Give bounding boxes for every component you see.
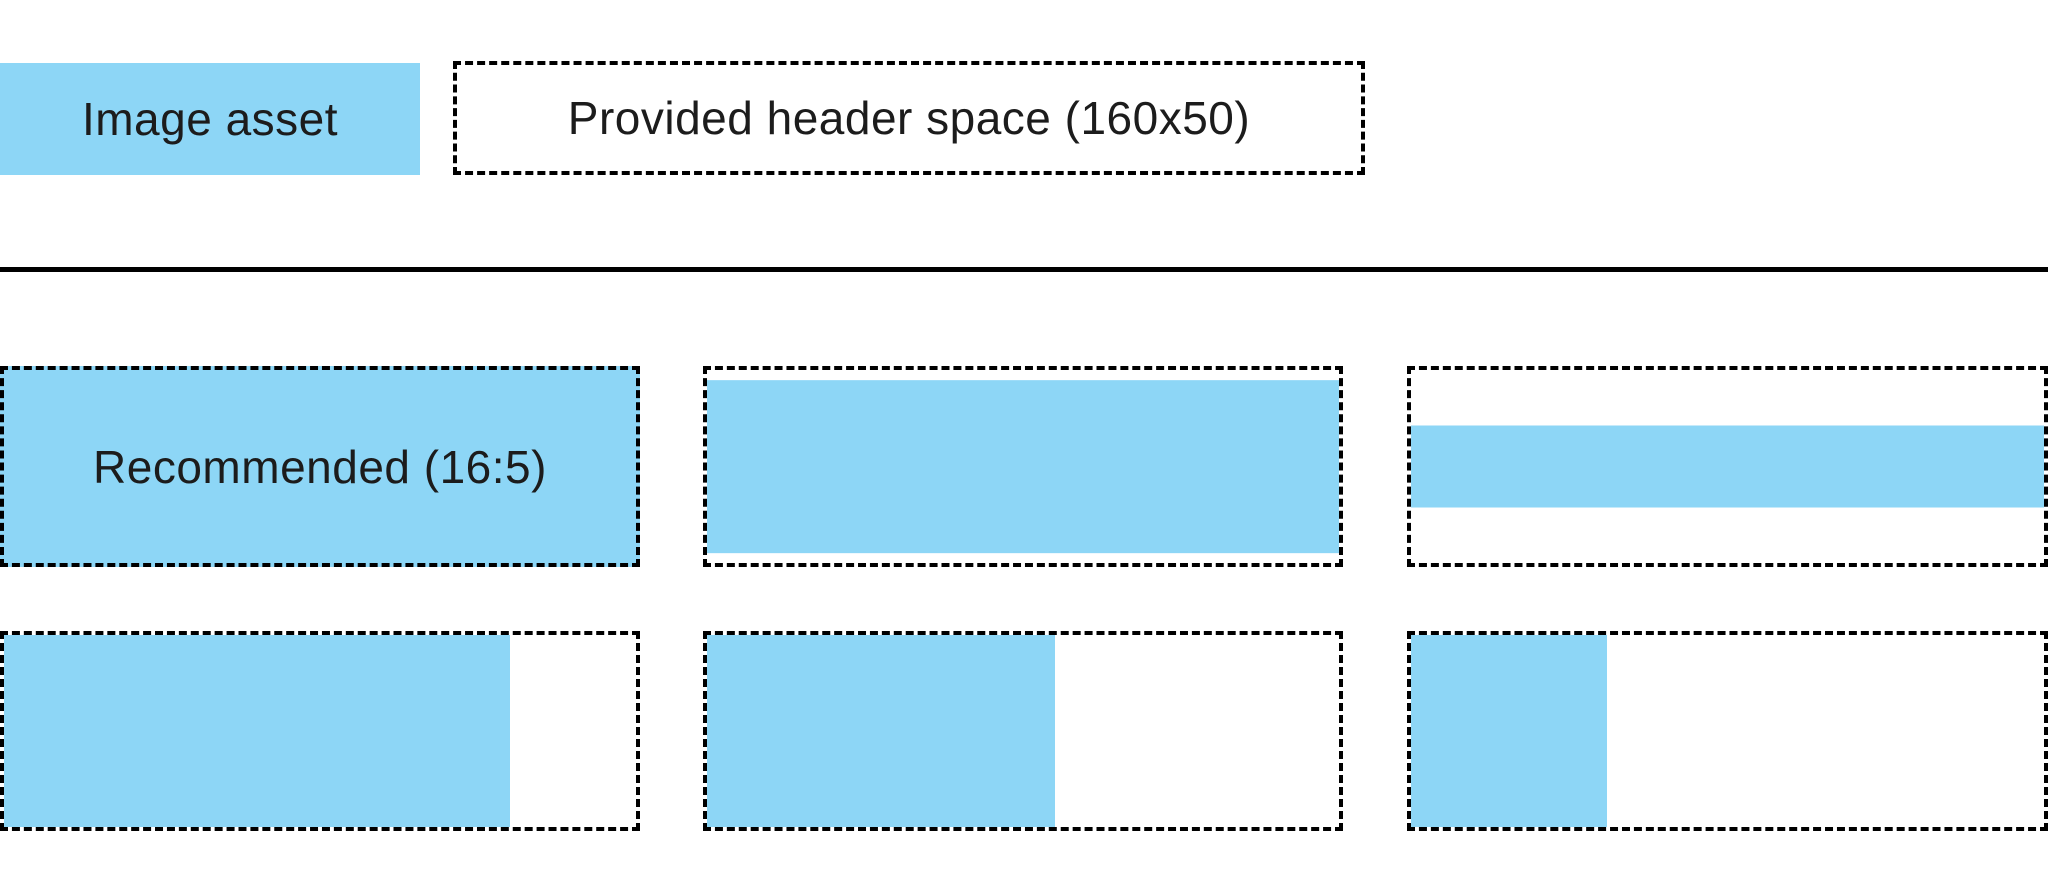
image-asset-fill [1411, 635, 1608, 827]
legend-image-asset-swatch: Image asset [0, 63, 420, 175]
example-full-height-medium-box [703, 631, 1343, 831]
image-asset-fill [4, 635, 510, 827]
section-divider [0, 267, 2048, 272]
example-full-width-tall-box [703, 366, 1343, 567]
image-asset-fill [1411, 425, 2044, 508]
legend-header-space-box: Provided header space (160x50) [453, 61, 1365, 175]
image-asset-fill [707, 635, 1055, 827]
example-full-width-short-box [1407, 366, 2048, 567]
legend-header-space-label: Provided header space (160x50) [567, 92, 1251, 144]
example-recommended-box: Recommended (16:5) [0, 366, 640, 567]
image-asset-fill [707, 379, 1339, 554]
legend-image-asset-label: Image asset [81, 93, 339, 145]
image-asset-fill [4, 370, 636, 563]
example-recommended-label: Recommended (16:5) [93, 440, 547, 493]
example-full-height-wide-box [0, 631, 640, 831]
example-full-height-narrow-box [1407, 631, 2048, 831]
